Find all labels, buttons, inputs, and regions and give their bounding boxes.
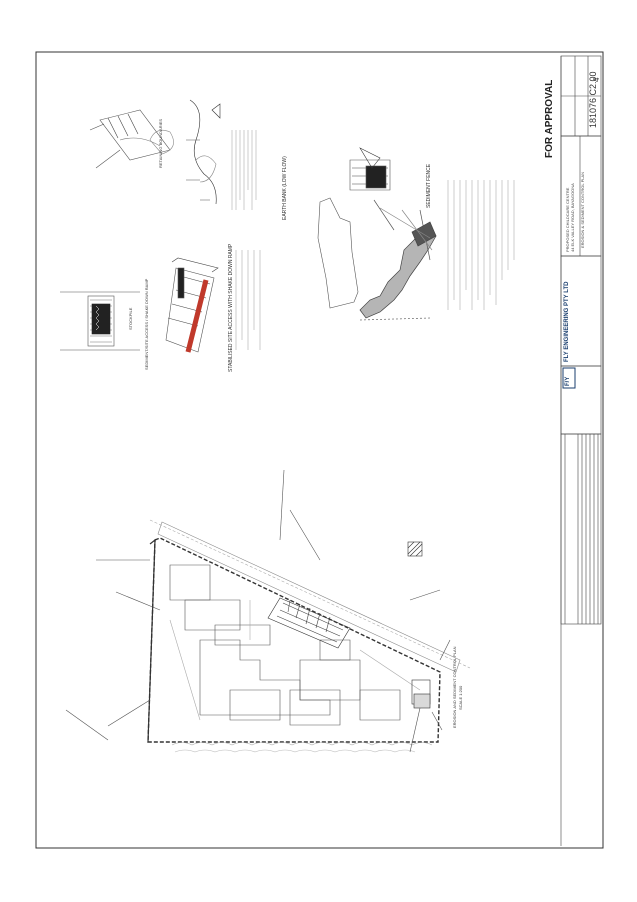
detail-retaining-ramp [359,199,437,321]
detail-title-sediment-fence: SEDIMENT FENCE [426,163,432,208]
general-notes [231,130,515,350]
sheet-border [35,51,604,849]
detail-cross-section [317,147,391,309]
detail-title-earth-bank: EARTH BANK (LOW FLOW) [282,156,288,220]
company-name: FLY ENGINEERING PTY LTD [564,281,570,362]
site-plan [65,469,471,753]
site-plan-label: EROSION AND SEDIMENT CONTROL PLAN [452,646,457,728]
site-plan-scale: SCALE 1:200 [458,685,463,710]
detail-stabilised-access [165,257,219,353]
detail-stockpile [60,291,140,351]
detail-title-sediment-exit: SEDIMENT/SITE ACCESS / SHAKE DOWN RAMP [144,278,149,370]
detail-title-stockpile: STOCKPILE [128,307,133,330]
project-line-2: 44 ELK VALLEY ROAD, BAYAGOONA [570,183,575,252]
revision-number: 4 [592,77,601,82]
detail-sediment-fence-3d [89,109,174,169]
status-stamp: FOR APPROVAL [544,79,555,158]
detail-earth-bank [186,99,221,205]
company-logo [562,367,576,389]
detail-title-retaining: RETAINING BOUNDARIES [158,118,163,168]
drawing-title: EROSION & SEDIMENT CONTROL PLAN [580,171,585,248]
title-block [560,55,602,846]
company-logo-text: F/Y [565,376,571,386]
detail-title-stabilised-access: STABILISED SITE ACCESS WITH SHAKE DOWN R… [228,243,234,372]
